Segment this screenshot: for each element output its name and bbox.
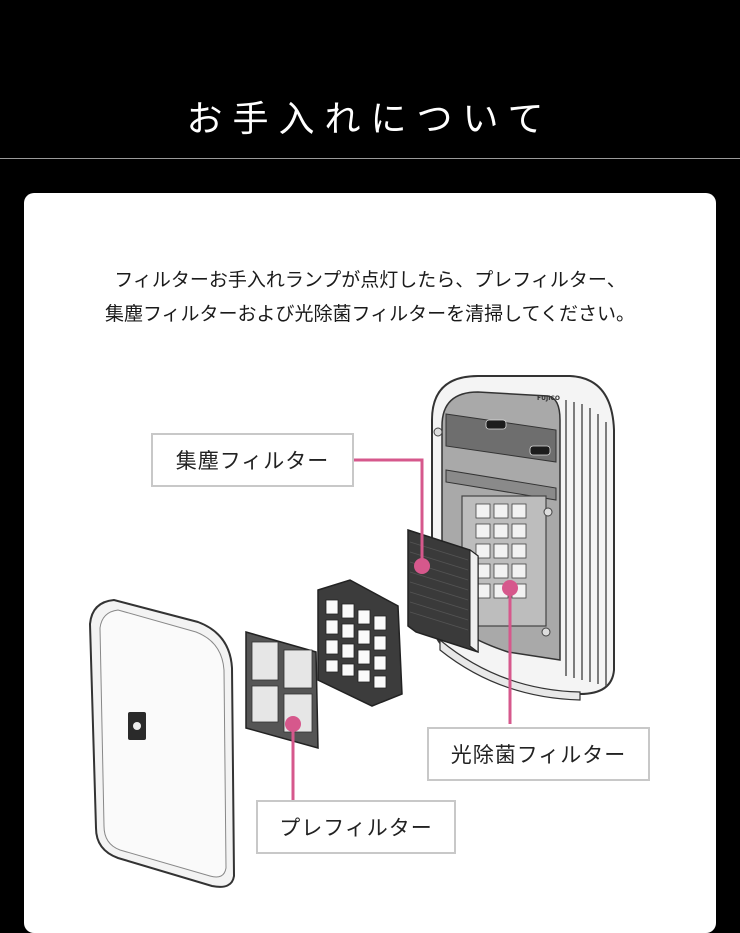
purifier-main-unit: FUJICO (431, 375, 615, 701)
header-divider (0, 158, 740, 159)
dust-filter-marker (414, 558, 430, 574)
page-title: お手入れについて (186, 99, 554, 140)
instructions-line-1: フィルターお手入れランプが点灯したら、プレフィルター、 (114, 269, 626, 291)
pre-filter-marker (285, 716, 301, 732)
instructions-line-2: 集塵フィルターおよび光除菌フィルターを清掃してください。 (104, 303, 636, 325)
pre-filter-illustration (245, 631, 319, 749)
photo-filter-illustration (317, 579, 403, 707)
pointer-lines (291, 458, 512, 800)
photo-filter-label: 光除菌フィルター (427, 727, 650, 781)
pre-filter-label: プレフィルター (256, 800, 456, 854)
instructions-text: フィルターお手入れランプが点灯したら、プレフィルター、 集塵フィルターおよび光除… (0, 263, 740, 331)
front-panel-illustration (88, 598, 236, 888)
photo-filter-marker (502, 580, 518, 596)
brand-logo: FUJICO (537, 395, 560, 402)
filter-diagram: FUJICO (88, 375, 615, 888)
dust-filter-label: 集塵フィルター (151, 433, 354, 487)
page-header: お手入れについて (0, 0, 740, 158)
